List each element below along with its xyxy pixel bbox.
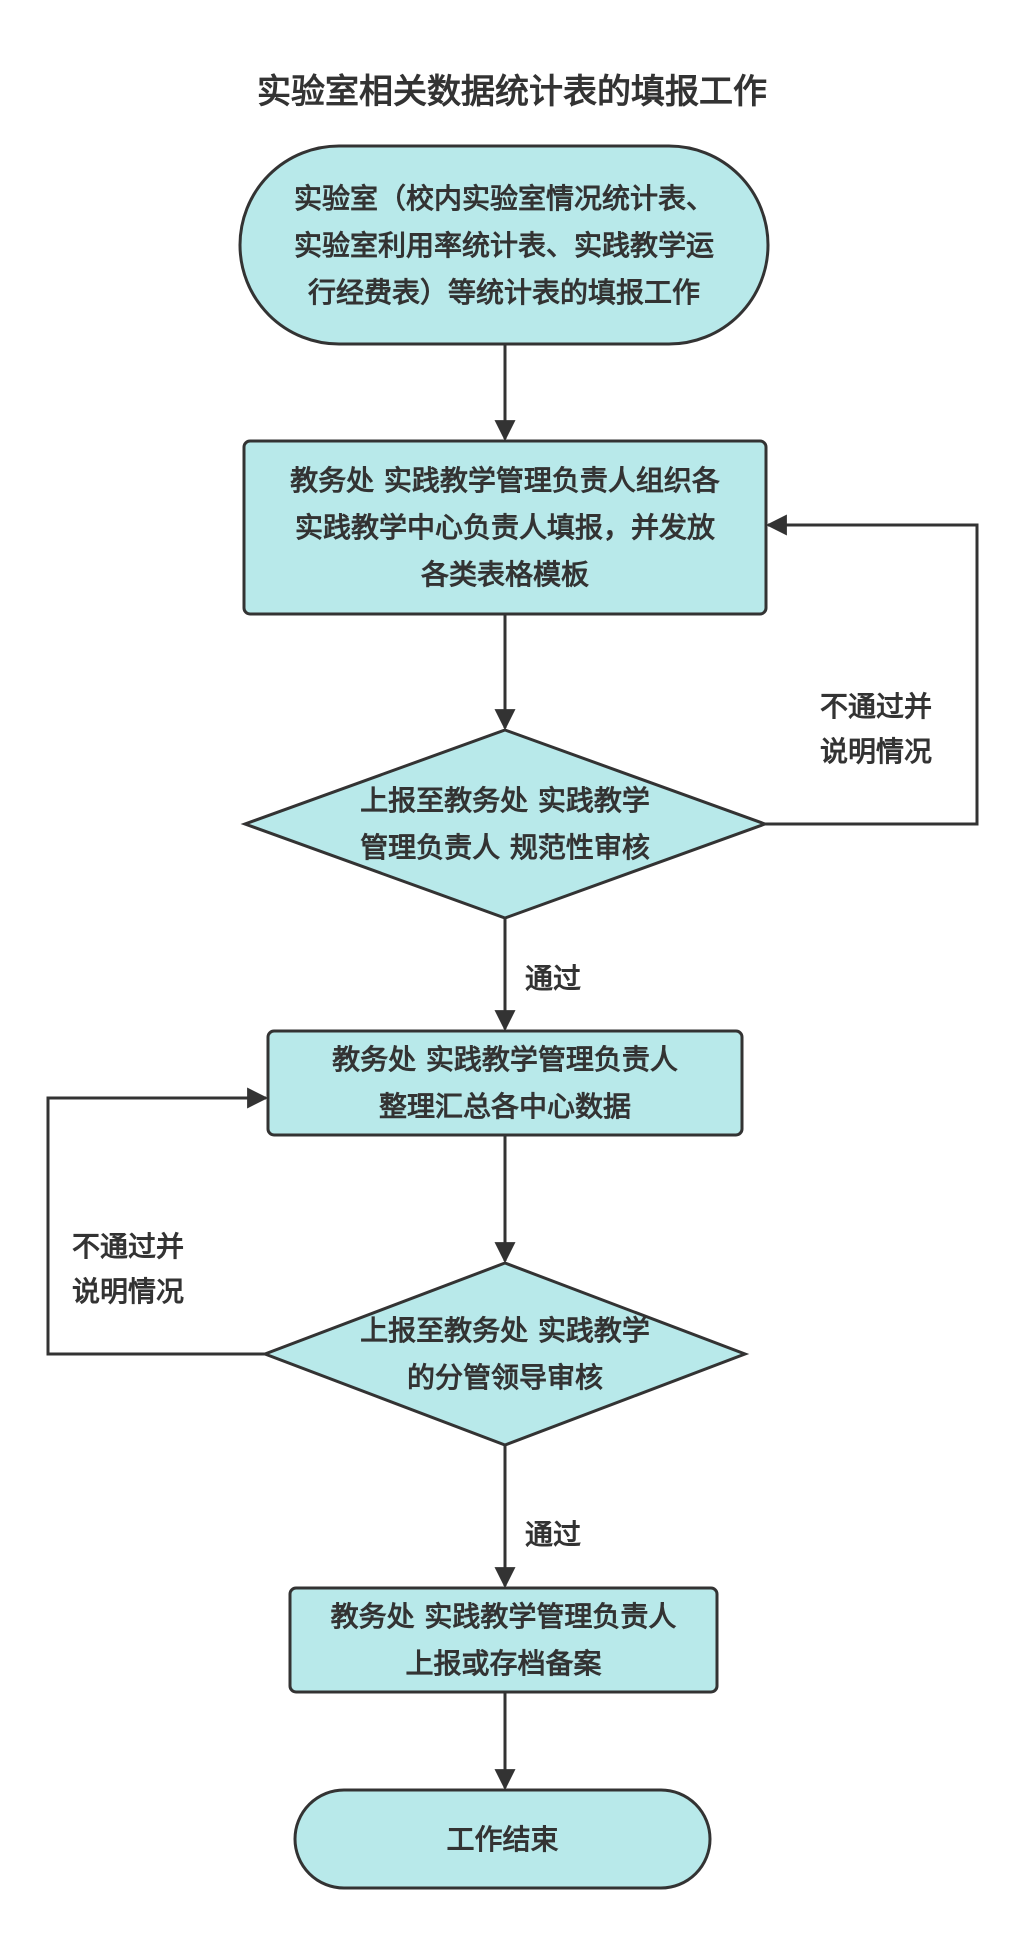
review1-decision-text: 上报至教务处 实践教学 管理负责人 规范性审核	[320, 777, 690, 871]
reject2-line-2: 说明情况	[72, 1275, 185, 1308]
review2-line-1: 上报至教务处 实践教学	[360, 1314, 650, 1347]
reject1-line-2: 说明情况	[820, 735, 933, 768]
start-line-3: 行经费表）等统计表的填报工作	[307, 275, 700, 309]
end-line-1: 工作结束	[446, 1822, 559, 1856]
pass1-line-1: 通过	[525, 962, 582, 995]
edge-review2-reject-to-step2	[46, 1087, 269, 1356]
review2-decision-text: 上报至教务处 实践教学 的分管领导审核	[320, 1307, 690, 1401]
review1-line-1: 上报至教务处 实践教学	[360, 784, 650, 817]
pass1-label: 通过	[525, 956, 581, 1001]
step1-line-1: 教务处 实践教学管理负责人组织各	[290, 464, 720, 497]
step1-line-2: 实践教学中心负责人填报，并发放	[294, 511, 715, 544]
reject2-label: 不通过并 说明情况	[72, 1224, 184, 1314]
step2-process-text: 教务处 实践教学管理负责人 整理汇总各中心数据	[272, 1036, 738, 1130]
step3-process-text: 教务处 实践教学管理负责人 上报或存档备案	[294, 1593, 713, 1687]
reject1-line-1: 不通过并	[820, 690, 933, 723]
start-line-2: 实验室利用率统计表、实践教学运	[293, 228, 714, 262]
reject2-line-1: 不通过并	[72, 1230, 185, 1263]
pass2-line-1: 通过	[525, 1518, 582, 1551]
step1-line-3: 各类表格模板	[420, 558, 589, 591]
start-terminal-text: 实验室（校内实验室情况统计表、 实验室利用率统计表、实践教学运 行经费表）等统计…	[250, 151, 758, 339]
step1-process-text: 教务处 实践教学管理负责人组织各 实践教学中心负责人填报，并发放 各类表格模板	[250, 446, 760, 609]
edge-review1-reject-to-step1	[765, 514, 979, 826]
review2-line-2: 的分管领导审核	[406, 1361, 603, 1394]
review1-line-2: 管理负责人 规范性审核	[360, 831, 650, 864]
pass2-label: 通过	[525, 1512, 581, 1557]
step3-line-2: 上报或存档备案	[405, 1647, 602, 1680]
page-title: 实验室相关数据统计表的填报工作	[257, 72, 767, 112]
step2-line-1: 教务处 实践教学管理负责人	[332, 1043, 678, 1076]
start-line-1: 实验室（校内实验室情况统计表、	[293, 181, 714, 215]
reject1-label: 不通过并 说明情况	[820, 684, 932, 774]
step3-line-1: 教务处 实践教学管理负责人	[330, 1600, 677, 1633]
end-terminal-text: 工作结束	[300, 1795, 705, 1883]
step2-line-2: 整理汇总各中心数据	[378, 1090, 631, 1123]
